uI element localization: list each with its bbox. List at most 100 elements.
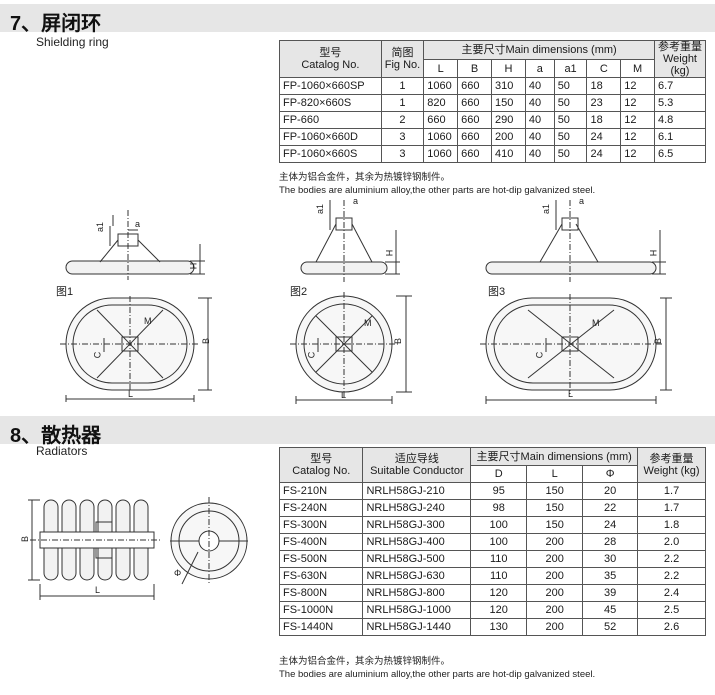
cell-weight: 2.5 <box>637 601 706 619</box>
fig3-label-a1: a1 <box>541 203 552 215</box>
radiator-label-B: B <box>20 535 31 543</box>
cell-D: 100 <box>470 516 528 534</box>
cell-catalog: FP-1060×660SP <box>279 77 382 95</box>
cell-cond: NRLH58GJ-1440 <box>362 618 472 636</box>
fig3-label-C: C <box>534 351 545 359</box>
cell-fig: 1 <box>380 77 425 95</box>
cell-weight: 6.5 <box>653 145 707 163</box>
cell-D: 95 <box>470 482 528 500</box>
header-fig-en: Fig No. <box>384 59 421 71</box>
header-cond-en: Suitable Conductor <box>370 465 464 477</box>
cell-L: 200 <box>526 601 584 619</box>
fig3-label: 图3 <box>488 286 506 298</box>
cell-weight: 6.1 <box>653 128 707 146</box>
cell-catalog: FS-1440N <box>278 618 364 636</box>
cell-L: 200 <box>526 567 584 585</box>
cell-weight: 6.7 <box>653 77 707 95</box>
header-cond-cn: 适应导线 <box>394 453 439 465</box>
cell-phi: 22 <box>582 499 639 517</box>
cell-catalog: FS-500N <box>278 550 364 568</box>
cell-H: 200 <box>491 128 526 146</box>
cell-a: 40 <box>524 77 555 95</box>
header-fig-cn: 简图 <box>391 47 414 59</box>
cell-cond: NRLH58GJ-300 <box>362 516 472 534</box>
fig1-label-a1: a1 <box>95 221 106 233</box>
fig2-top-view <box>290 292 412 404</box>
cell-phi: 35 <box>582 567 639 585</box>
cell-L: 1060 <box>423 77 459 95</box>
cell-D: 120 <box>470 601 528 619</box>
cell-M: 12 <box>620 77 655 95</box>
cell-weight: 2.6 <box>637 618 706 636</box>
cell-L: 1060 <box>423 128 459 146</box>
cell-a1: 50 <box>553 77 588 95</box>
cell-D: 100 <box>470 533 528 551</box>
cell-cond: NRLH58GJ-1000 <box>362 601 472 619</box>
cell-C: 18 <box>586 111 622 129</box>
fig2-label-B: B <box>393 337 404 345</box>
header-main-dims: 主要尺寸Main dimensions (mm) <box>470 447 639 466</box>
cell-catalog: FP-660 <box>279 111 382 129</box>
cell-H: 310 <box>491 77 526 95</box>
cell-L: 820 <box>423 94 459 112</box>
fig2-label-H: H <box>384 249 395 257</box>
section-8-title: 8、散热器 <box>10 425 102 447</box>
cell-H: 290 <box>491 111 526 129</box>
cell-catalog: FS-1000N <box>278 601 364 619</box>
header-catalog-cn: 型号 <box>310 453 333 465</box>
fig2-label: 图2 <box>290 286 308 298</box>
cell-weight: 1.7 <box>637 499 706 517</box>
cell-cond: NRLH58GJ-630 <box>362 567 472 585</box>
cell-a1: 50 <box>553 111 588 129</box>
cell-phi: 39 <box>582 584 639 602</box>
cell-M: 12 <box>620 145 655 163</box>
cell-catalog: FS-800N <box>278 584 364 602</box>
header-weight-cn: 参考重量 <box>657 41 702 53</box>
col-H: H <box>491 59 526 78</box>
fig1-label-H: H <box>188 262 199 270</box>
fig3-label-L: L <box>568 389 574 399</box>
cell-L: 150 <box>526 516 584 534</box>
cell-a: 40 <box>524 128 555 146</box>
section-7-note-cn: 主体为铝合金件，其余为热镀锌钢制件。 <box>279 172 451 183</box>
fig1-top-view <box>60 296 212 402</box>
radiator-label-phi: Φ <box>174 568 182 578</box>
cell-L: 200 <box>526 533 584 551</box>
cell-cond: NRLH58GJ-240 <box>362 499 472 517</box>
header-weight-cn: 参考重量 <box>649 453 694 465</box>
cell-cond: NRLH58GJ-210 <box>362 482 472 500</box>
header-weight-en: Weight (kg) <box>643 465 700 477</box>
cell-fig: 3 <box>380 145 425 163</box>
col-B: B <box>457 59 493 78</box>
cell-weight: 4.8 <box>653 111 707 129</box>
cell-weight: 2.2 <box>637 567 706 585</box>
col-M: M <box>620 59 655 78</box>
cell-M: 12 <box>620 111 655 129</box>
fig1-label-M: M <box>144 316 152 326</box>
header-catalog-en: Catalog No. <box>292 465 351 477</box>
cell-a1: 50 <box>553 128 588 146</box>
fig3-label-M: M <box>592 318 600 328</box>
col-phi: Φ <box>582 465 639 483</box>
header-catalog-cn: 型号 <box>319 47 342 59</box>
cell-B: 660 <box>457 145 493 163</box>
cell-catalog: FP-820×660S <box>279 94 382 112</box>
section-8-note-cn: 主体为铝合金件，其余为热镀锌钢制件。 <box>279 656 451 667</box>
cell-catalog: FP-1060×660D <box>279 128 382 146</box>
cell-a1: 50 <box>553 94 588 112</box>
cell-catalog: FS-630N <box>278 567 364 585</box>
cell-L: 150 <box>526 482 584 500</box>
cell-L: 660 <box>423 111 459 129</box>
cell-weight: 2.0 <box>637 533 706 551</box>
fig1-label-B: B <box>201 337 212 345</box>
